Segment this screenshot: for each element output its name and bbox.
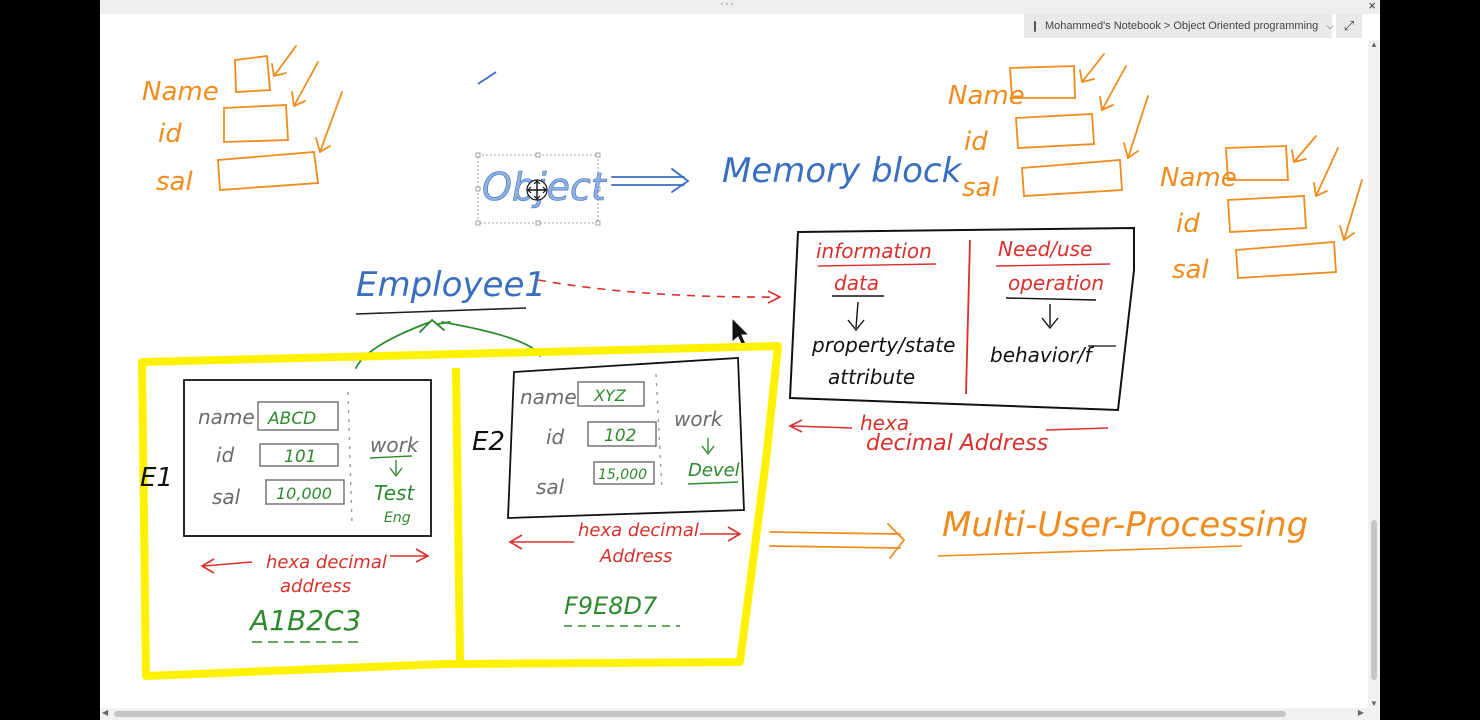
horizontal-scroll-thumb[interactable] (114, 711, 1286, 717)
employee-underline (355, 307, 527, 315)
breadcrumb[interactable]: Mohammed's Notebook > Object Oriented pr… (1024, 14, 1334, 38)
employee-e2: E2 name XYZ id 102 sal 15,000 work Devel… (472, 357, 745, 627)
multi-user-underline (937, 545, 1243, 557)
e2-work-val: Devel (688, 460, 740, 481)
form-label-name: Name (1160, 163, 1237, 193)
form-label-sal: sal (962, 173, 999, 203)
info-box: information data property/state attribut… (788, 226, 1135, 412)
info-body-2: attribute (828, 365, 915, 389)
e1-id-label: id (216, 443, 235, 467)
expand-button[interactable]: ⤢ (1336, 14, 1362, 38)
yellow-frame (138, 342, 782, 680)
form-label-sal: sal (1172, 255, 1209, 285)
info-title-3: Need/use (998, 237, 1092, 261)
e2-sal-val: 15,000 (598, 467, 647, 483)
dashed-arrow (537, 279, 782, 304)
object-selection[interactable]: Object (475, 152, 608, 226)
e2-hex: F9E8D7 (564, 592, 658, 620)
vertical-scroll-thumb[interactable] (1371, 520, 1377, 680)
ink-stroke (477, 71, 497, 85)
vertical-scrollbar[interactable]: ▲ ▼ (1368, 40, 1380, 708)
info-title-1: information (816, 239, 932, 263)
green-arrows (355, 318, 541, 369)
memory-block-text: Memory block (722, 151, 963, 191)
e2-id-label: id (546, 425, 565, 449)
e1-work-val-1: Test (374, 481, 415, 505)
chevron-down-icon[interactable]: ⌵ (1326, 20, 1334, 32)
notebook-icon (1034, 20, 1036, 32)
scroll-up-icon[interactable]: ▲ (1370, 40, 1378, 49)
e2-name-label: name (520, 385, 577, 409)
horizontal-scrollbar[interactable]: ◀ ▶ (100, 708, 1380, 720)
breadcrumb-text: Mohammed's Notebook > Object Oriented pr… (1045, 20, 1319, 32)
mouse-pointer-icon (731, 316, 751, 347)
e2-sal-label: sal (536, 475, 565, 499)
addr-right-1: hexa (860, 411, 909, 435)
form-label-id: id (158, 119, 182, 149)
drag-grip-icon[interactable]: ··· (720, 0, 735, 10)
info-title-4: operation (1008, 271, 1104, 295)
orange-form-right-2: Name id sal (1160, 135, 1363, 285)
note-canvas[interactable]: Name id sal Object (100, 0, 1368, 708)
e2-addr-2: Address (599, 546, 672, 567)
scroll-down-icon[interactable]: ▼ (1370, 699, 1378, 708)
address-right: hexa decimal Address (788, 411, 1109, 456)
e2-work-label: work (674, 407, 724, 431)
e1-hex: A1B2C3 (248, 604, 361, 637)
info-title-2: data (834, 271, 879, 295)
e1-sal-val: 10,000 (276, 484, 332, 503)
e1-name-val: ABCD (267, 409, 316, 429)
form-label-id: id (1176, 209, 1200, 239)
e1-id-val: 101 (284, 447, 316, 467)
e2-name-val: XYZ (593, 386, 627, 405)
e2-addr-1: hexa decimal (578, 520, 699, 541)
form-label-name: Name (948, 81, 1025, 111)
form-label-id: id (964, 127, 988, 157)
scroll-left-icon[interactable]: ◀ (102, 708, 109, 717)
e2-id-val: 102 (604, 426, 636, 446)
multi-user-arrow (769, 523, 906, 559)
orange-form-left: Name id sal (142, 45, 343, 197)
e2-label: E2 (472, 427, 505, 457)
e1-work-val-2: Eng (384, 510, 411, 526)
e1-sal-label: sal (212, 485, 241, 509)
info-body-3: behavior/f (990, 343, 1095, 367)
employee-e1: E1 name ABCD id 101 sal 10,000 work Test… (140, 379, 432, 643)
expand-icon: ⤢ (1343, 18, 1355, 33)
e1-addr-1: hexa decimal (266, 552, 387, 573)
e1-work-label: work (370, 433, 420, 457)
orange-form-right-1: Name id sal (948, 53, 1149, 203)
scroll-right-icon[interactable]: ▶ (1357, 708, 1364, 717)
form-label-name: Name (142, 77, 219, 107)
info-body-1: property/state (811, 333, 955, 357)
window-titlebar: ··· × (100, 0, 1380, 14)
onenote-window: ··· × Mohammed's Notebook > Object Orien… (100, 0, 1380, 720)
move-cursor-icon (526, 179, 548, 201)
employee-title: Employee1 (356, 265, 546, 305)
form-label-sal: sal (156, 167, 193, 197)
close-icon[interactable]: × (1368, 0, 1376, 13)
e1-addr-2: address (280, 576, 351, 597)
double-arrow (611, 168, 690, 193)
addr-right-2: decimal Address (866, 431, 1048, 456)
e1-label: E1 (140, 463, 173, 493)
e1-name-label: name (198, 405, 255, 429)
multi-user-text: Multi-User-Processing (942, 505, 1308, 545)
